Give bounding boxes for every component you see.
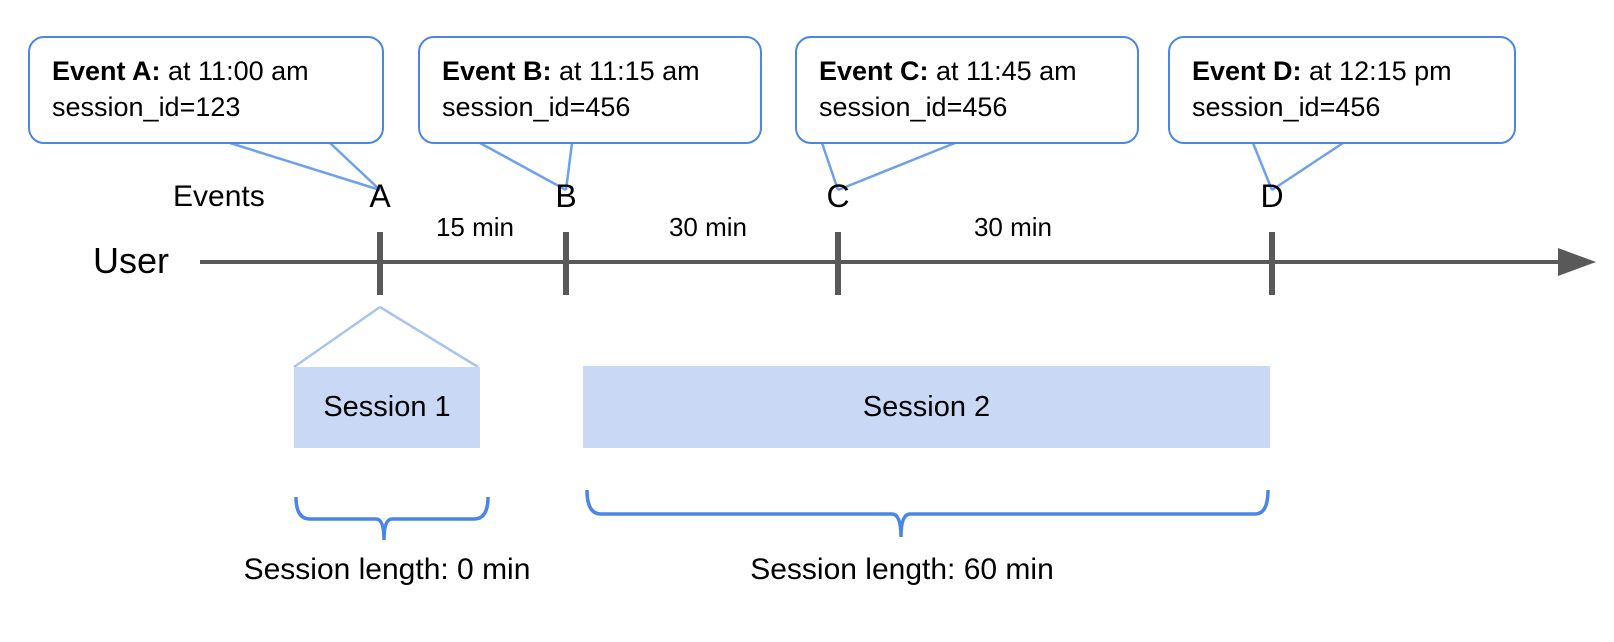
callout-c-title: Event C: xyxy=(819,56,929,86)
callout-a-session: session_id=123 xyxy=(52,91,241,122)
events-row-label: Events xyxy=(173,180,265,213)
session2-brace xyxy=(585,489,1270,538)
interval-label-a-b: 15 min xyxy=(435,212,515,242)
callout-b-title: Event B: xyxy=(442,56,552,86)
session-bar-1[interactable]: Session 1 xyxy=(294,367,480,448)
session-1-label: Session 1 xyxy=(323,391,451,423)
callout-a-time: at 11:00 am xyxy=(160,56,309,86)
session1-brace xyxy=(294,496,490,541)
session-2-label: Session 2 xyxy=(862,390,991,423)
callout-tail-b xyxy=(479,141,574,192)
callout-d-session: session_id=456 xyxy=(1192,91,1381,122)
session1-funnel xyxy=(293,305,479,369)
callout-b-session: session_id=456 xyxy=(442,91,631,122)
event-label-b: B xyxy=(555,178,577,214)
callout-event-a[interactable]: Event A: at 11:00 am session_id=123 xyxy=(28,36,384,144)
callout-c-session: session_id=456 xyxy=(819,91,1008,122)
interval-label-c-d: 30 min xyxy=(973,212,1053,242)
callout-event-b[interactable]: Event B: at 11:15 am session_id=456 xyxy=(418,36,762,144)
callout-tail-c xyxy=(820,141,956,192)
timeline-axis xyxy=(200,248,1596,276)
callout-event-d[interactable]: Event D: at 12:15 pm session_id=456 xyxy=(1168,36,1516,144)
session-2-length-label: Session length: 60 min xyxy=(750,553,1054,586)
callout-d-title: Event D: xyxy=(1192,56,1302,86)
user-row-label: User xyxy=(93,240,170,281)
event-label-a: A xyxy=(369,178,391,214)
callout-tail-a xyxy=(229,141,381,192)
callout-tail-d xyxy=(1251,141,1344,192)
callout-c-time: at 11:45 am xyxy=(928,56,1077,86)
callout-b-time: at 11:15 am xyxy=(551,56,700,86)
session-1-length-label: Session length: 0 min xyxy=(243,553,531,586)
callout-a-title: Event A: xyxy=(52,56,161,86)
event-label-c: C xyxy=(826,178,850,214)
event-label-d: D xyxy=(1260,178,1284,214)
interval-label-b-c: 30 min xyxy=(668,212,748,242)
session-bar-2[interactable]: Session 2 xyxy=(583,366,1270,448)
callout-d-time: at 12:15 pm xyxy=(1301,56,1452,86)
callout-event-c[interactable]: Event C: at 11:45 am session_id=456 xyxy=(795,36,1139,144)
